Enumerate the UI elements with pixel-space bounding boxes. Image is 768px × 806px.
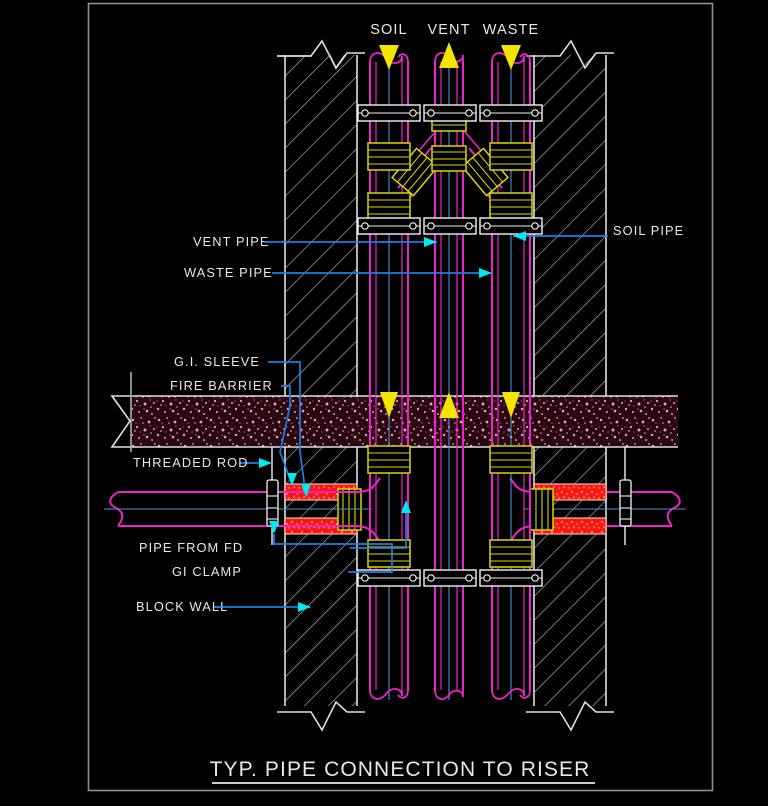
flow-arrows [379, 42, 521, 418]
vent-flow-label: VENT [427, 22, 470, 38]
gi-sleeve-block-right [529, 488, 554, 531]
block-wall-left [277, 38, 369, 736]
gi-sleeve-label: G.I. SLEEVE [174, 354, 260, 369]
pipe-couplings [367, 105, 533, 568]
floor-slab [104, 372, 678, 452]
drawing-title-group: TYP. PIPE CONNECTION TO RISER [210, 758, 595, 784]
callout-leaders [214, 235, 608, 608]
waste-flow-arrow-top [501, 45, 521, 70]
threaded-rod-right [619, 447, 632, 545]
waste-pipe-label: WASTE PIPE [184, 265, 273, 280]
gi-clamp-leader [273, 534, 393, 573]
block-wall-right [526, 38, 618, 736]
page-title: TYP. PIPE CONNECTION TO RISER [210, 758, 591, 781]
gi-clamp-label: GI CLAMP [172, 564, 242, 579]
waste-flow-arrow-mid [502, 392, 520, 418]
flow-labels: SOIL VENT WASTE [370, 22, 540, 38]
soil-flow-arrow-mid [380, 392, 398, 418]
sheet-border [87, 2, 714, 792]
soil-pipe-label: SOIL PIPE [613, 223, 684, 238]
vent-flow-arrow-mid [439, 392, 459, 418]
threaded-rod-left [266, 447, 279, 545]
vent-flow-arrow-top [439, 42, 459, 68]
pipe-from-fd-leader [350, 502, 407, 549]
vent-pipe-label: VENT PIPE [193, 234, 270, 249]
fire-barrier-label: FIRE BARRIER [170, 378, 273, 393]
threaded-rod-label: THREADED ROD [133, 455, 249, 470]
pipe-from-fd-label: PIPE FROM FD [139, 540, 243, 555]
callout-labels: VENT PIPE WASTE PIPE SOIL PIPE G.I. SLEE… [133, 223, 684, 614]
fire-barrier-leader [279, 385, 293, 485]
block-wall-label: BLOCK WALL [136, 599, 228, 614]
soil-flow-arrow-top [379, 45, 399, 70]
soil-flow-label: SOIL [370, 22, 407, 38]
callout-arrowheads [259, 231, 526, 612]
callout-leader-tails [214, 241, 276, 608]
pipe-support-clamps [357, 104, 543, 587]
gi-sleeve-leader [268, 361, 307, 497]
waste-flow-label: WASTE [483, 22, 540, 38]
